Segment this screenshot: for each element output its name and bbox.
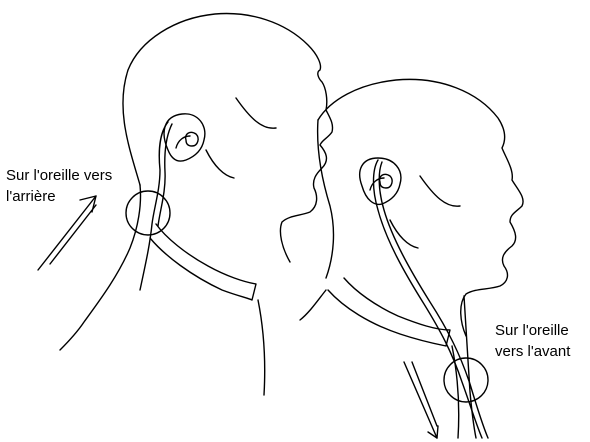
left-jaw-line [236,98,276,128]
left-ear-earbud [186,132,198,146]
right-collar [328,278,450,346]
right-head-figure [300,79,523,438]
right-ear-fold [370,178,384,190]
right-ear-inner-line [390,220,418,248]
label-front-ear: Sur l'oreille vers l'avant [495,320,570,362]
label-front-ear-line1: Sur l'oreille [495,320,570,341]
label-behind-ear-line2: l'arrière [6,186,112,207]
label-front-ear-line2: vers l'avant [495,341,570,362]
left-neck-back [60,185,141,350]
right-cable-b [379,162,488,438]
arrow-back-direction [38,196,96,270]
left-head-outline [123,14,333,262]
right-ear-earbud [380,174,392,188]
left-ear-fold [176,136,190,148]
left-shoulder-line [258,300,265,395]
arrow-front-direction [404,362,438,438]
right-shoulder-back [300,290,326,320]
left-cable [140,122,168,290]
left-ear-highlight-circle [126,191,170,235]
label-behind-ear: Sur l'oreille vers l'arrière [6,165,112,207]
left-ear-inner-line [206,150,234,178]
right-jaw-line [420,176,460,206]
left-collar [150,224,256,300]
label-behind-ear-line1: Sur l'oreille vers [6,165,112,186]
